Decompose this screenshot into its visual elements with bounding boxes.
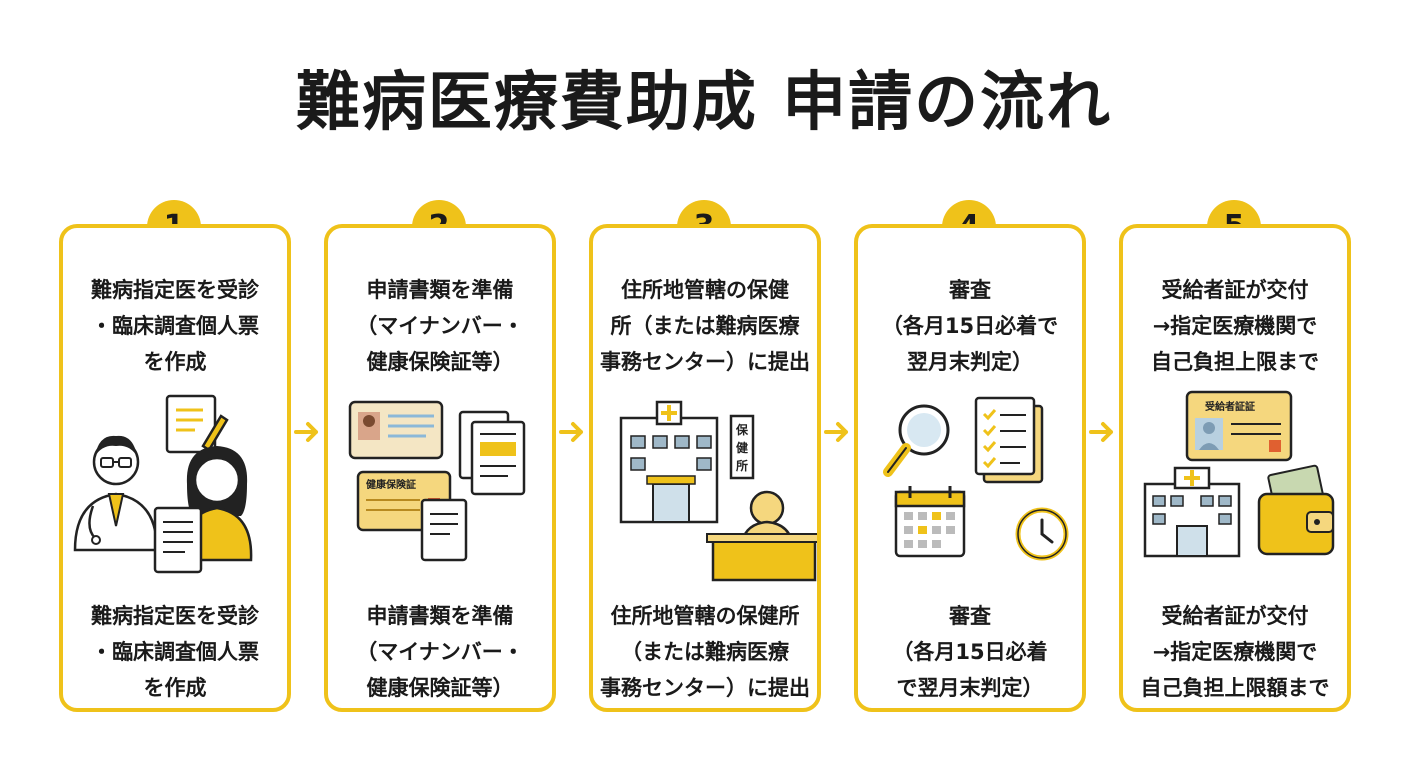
arrow-right-icon	[294, 422, 318, 442]
magnifier-icon	[883, 404, 950, 477]
arrow-right-icon	[559, 422, 583, 442]
svg-text:健: 健	[736, 440, 749, 455]
certificate-card-label: 受給者証証	[1205, 400, 1255, 413]
certificate-card-icon: 受給者証証	[1185, 390, 1293, 462]
step-3-caption: 住所地管轄の保健所 （または難病医療 事務センター）に提出	[600, 604, 810, 700]
step-1-description: 難病指定医を受診 ・臨床調査個人票 を作成	[91, 278, 259, 374]
arrow-right-icon	[824, 422, 848, 442]
step-3-description: 住所地管轄の保健 所（または難病医療 事務センター）に提出	[600, 278, 810, 374]
step-5-card: 受給者証が交付 →指定医療機関で 自己負担上限まで 受給者証証	[1119, 224, 1351, 712]
step-4-card: 審査 （各月15日必着で 翌月末判定）	[854, 224, 1086, 712]
documents-icon	[458, 410, 526, 496]
step-1-caption: 難病指定医を受診 ・臨床調査個人票 を作成	[91, 604, 259, 700]
arrow-right-icon	[1089, 422, 1113, 442]
step-1-card: 難病指定医を受診 ・臨床調査個人票 を作成	[59, 224, 291, 712]
step-3-illustration: 保 健 所	[619, 400, 817, 582]
step-4-illustration	[883, 396, 1069, 561]
step-2-description: 申請書類を準備 （マイナンバー・ 健康保険証等）	[356, 278, 524, 374]
health-center-sign: 保 健 所	[729, 414, 755, 480]
document-icon	[420, 498, 468, 562]
checklist-icon	[974, 396, 1044, 484]
wallet-icon	[1257, 464, 1335, 556]
step-3-card: 住所地管轄の保健 所（または難病医療 事務センター）に提出 保 健 所	[589, 224, 821, 712]
insurance-card-label: 健康保険証	[366, 478, 416, 491]
calendar-icon	[894, 486, 966, 558]
mynumber-card-icon	[348, 400, 444, 460]
step-1-illustration	[73, 394, 253, 574]
reception-desk-icon	[706, 490, 817, 582]
clock-icon	[1015, 507, 1069, 561]
step-5-illustration: 受給者証証	[1143, 390, 1335, 558]
doctor-icon	[73, 435, 159, 552]
svg-text:保: 保	[735, 422, 749, 437]
step-2-illustration: 健康保険証	[348, 400, 526, 562]
step-2-card: 申請書類を準備 （マイナンバー・ 健康保険証等） 健康保険証	[324, 224, 556, 712]
hospital-icon	[1143, 466, 1241, 558]
step-4-caption: 審査 （各月15日必着 で翌月末判定）	[892, 604, 1048, 700]
svg-text:所: 所	[736, 458, 748, 473]
page-title: 難病医療費助成 申請の流れ	[295, 66, 1113, 140]
step-5-description: 受給者証が交付 →指定医療機関で 自己負担上限まで	[1151, 278, 1319, 374]
health-center-building-icon	[619, 400, 719, 524]
document-icon	[153, 506, 203, 574]
step-5-caption: 受給者証が交付 →指定医療機関で 自己負担上限額まで	[1140, 604, 1330, 700]
step-4-description: 審査 （各月15日必着で 翌月末判定）	[881, 278, 1059, 374]
document-icon	[165, 394, 217, 454]
step-2-caption: 申請書類を準備 （マイナンバー・ 健康保険証等）	[356, 604, 524, 700]
